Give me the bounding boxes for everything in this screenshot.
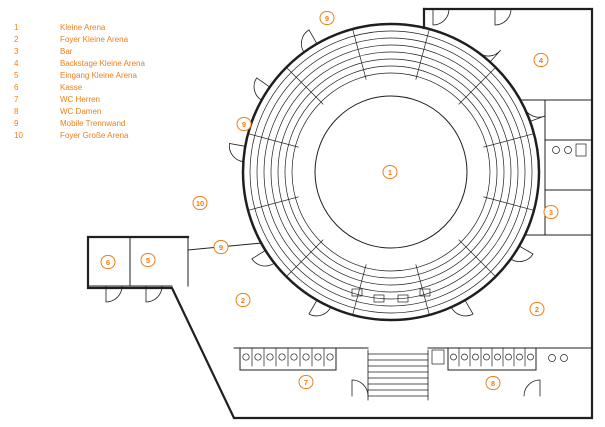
legend-item-number: 9 (14, 119, 19, 128)
plan-number-marker: 9 (319, 11, 335, 25)
marker-label: 9 (324, 13, 330, 23)
legend-item-number: 8 (14, 107, 19, 116)
legend-item: 5 Eingang Kleine Arena (14, 70, 145, 82)
marker-label: 6 (105, 257, 111, 267)
plan-number-marker: 8 (485, 376, 501, 390)
legend-item: 10 Foyer Große Arena (14, 130, 145, 142)
marker-label: 5 (145, 255, 151, 265)
legend-item-label: Eingang Kleine Arena (60, 71, 137, 80)
plan-number-marker: 9 (213, 240, 229, 254)
legend-item-label: Bar (60, 47, 73, 56)
marker-label: 8 (490, 378, 496, 388)
legend-item-number: 2 (14, 35, 19, 44)
plan-number-marker: 3 (543, 205, 559, 219)
plan-number-marker: 5 (140, 253, 156, 267)
plan-number-marker: 7 (298, 375, 314, 389)
legend-item-label: Kleine Arena (60, 23, 106, 32)
legend-item-label: WC Damen (60, 107, 102, 116)
legend-item-label: Backstage Kleine Arena (60, 59, 145, 68)
legend: 1 Kleine Arena 2 Foyer Kleine Arena 3 Ba… (14, 22, 145, 142)
plan-number-marker: 1 (382, 165, 398, 179)
seating-rings (249, 30, 533, 314)
marker-label: 2 (240, 295, 246, 305)
legend-item-label: Foyer Große Arena (60, 131, 129, 140)
legend-item-number: 6 (14, 83, 19, 92)
legend-item: 8 WC Damen (14, 106, 145, 118)
marker-label: 2 (534, 304, 540, 314)
plan-number-marker: 4 (533, 53, 549, 67)
plan-number-marker: 2 (235, 293, 251, 307)
arena-bowl (241, 22, 541, 322)
wc-herren-fixtures (242, 347, 334, 367)
legend-item-number: 10 (14, 131, 23, 140)
interior-walls (87, 99, 593, 371)
legend-item-label: Foyer Kleine Arena (60, 35, 129, 44)
legend-item-number: 4 (14, 59, 19, 68)
marker-label: 9 (241, 119, 247, 129)
room-door-swings (105, 8, 541, 397)
marker-label: 1 (387, 167, 393, 177)
building-outline (86, 7, 594, 420)
legend-item: 7 WC Herren (14, 94, 145, 106)
plan-number-marker: 6 (100, 255, 116, 269)
legend-item: 1 Kleine Arena (14, 22, 145, 34)
legend-item-number: 5 (14, 71, 19, 80)
legend-item-number: 7 (14, 95, 19, 104)
legend-item-label: Mobile Trennwand (60, 119, 126, 128)
legend-item-label: WC Herren (60, 95, 101, 104)
legend-item-number: 1 (14, 23, 19, 32)
staircase (367, 349, 429, 401)
misc-fixtures (431, 143, 587, 365)
wc-damen-fixtures (450, 347, 534, 367)
legend-item: 4 Backstage Kleine Arena (14, 58, 145, 70)
marker-label: 3 (548, 207, 554, 217)
legend-item: 2 Foyer Kleine Arena (14, 34, 145, 46)
plan-number-marker: 10 (192, 196, 208, 210)
legend-item: 3 Bar (14, 46, 145, 58)
legend-item-label: Kasse (60, 83, 83, 92)
legend-item: 9 Mobile Trennwand (14, 118, 145, 130)
stage-blocks (351, 288, 431, 303)
plan-number-marker: 9 (236, 117, 252, 131)
marker-label: 10 (195, 198, 205, 208)
legend-item-number: 3 (14, 47, 19, 56)
marker-label: 9 (218, 242, 224, 252)
legend-item: 6 Kasse (14, 82, 145, 94)
aisle-lines (248, 29, 534, 315)
arena-door-swings (228, 29, 546, 317)
arena-floor-circle (314, 95, 468, 249)
marker-label: 4 (538, 55, 544, 65)
marker-label: 7 (303, 377, 309, 387)
plan-number-marker: 2 (529, 302, 545, 316)
